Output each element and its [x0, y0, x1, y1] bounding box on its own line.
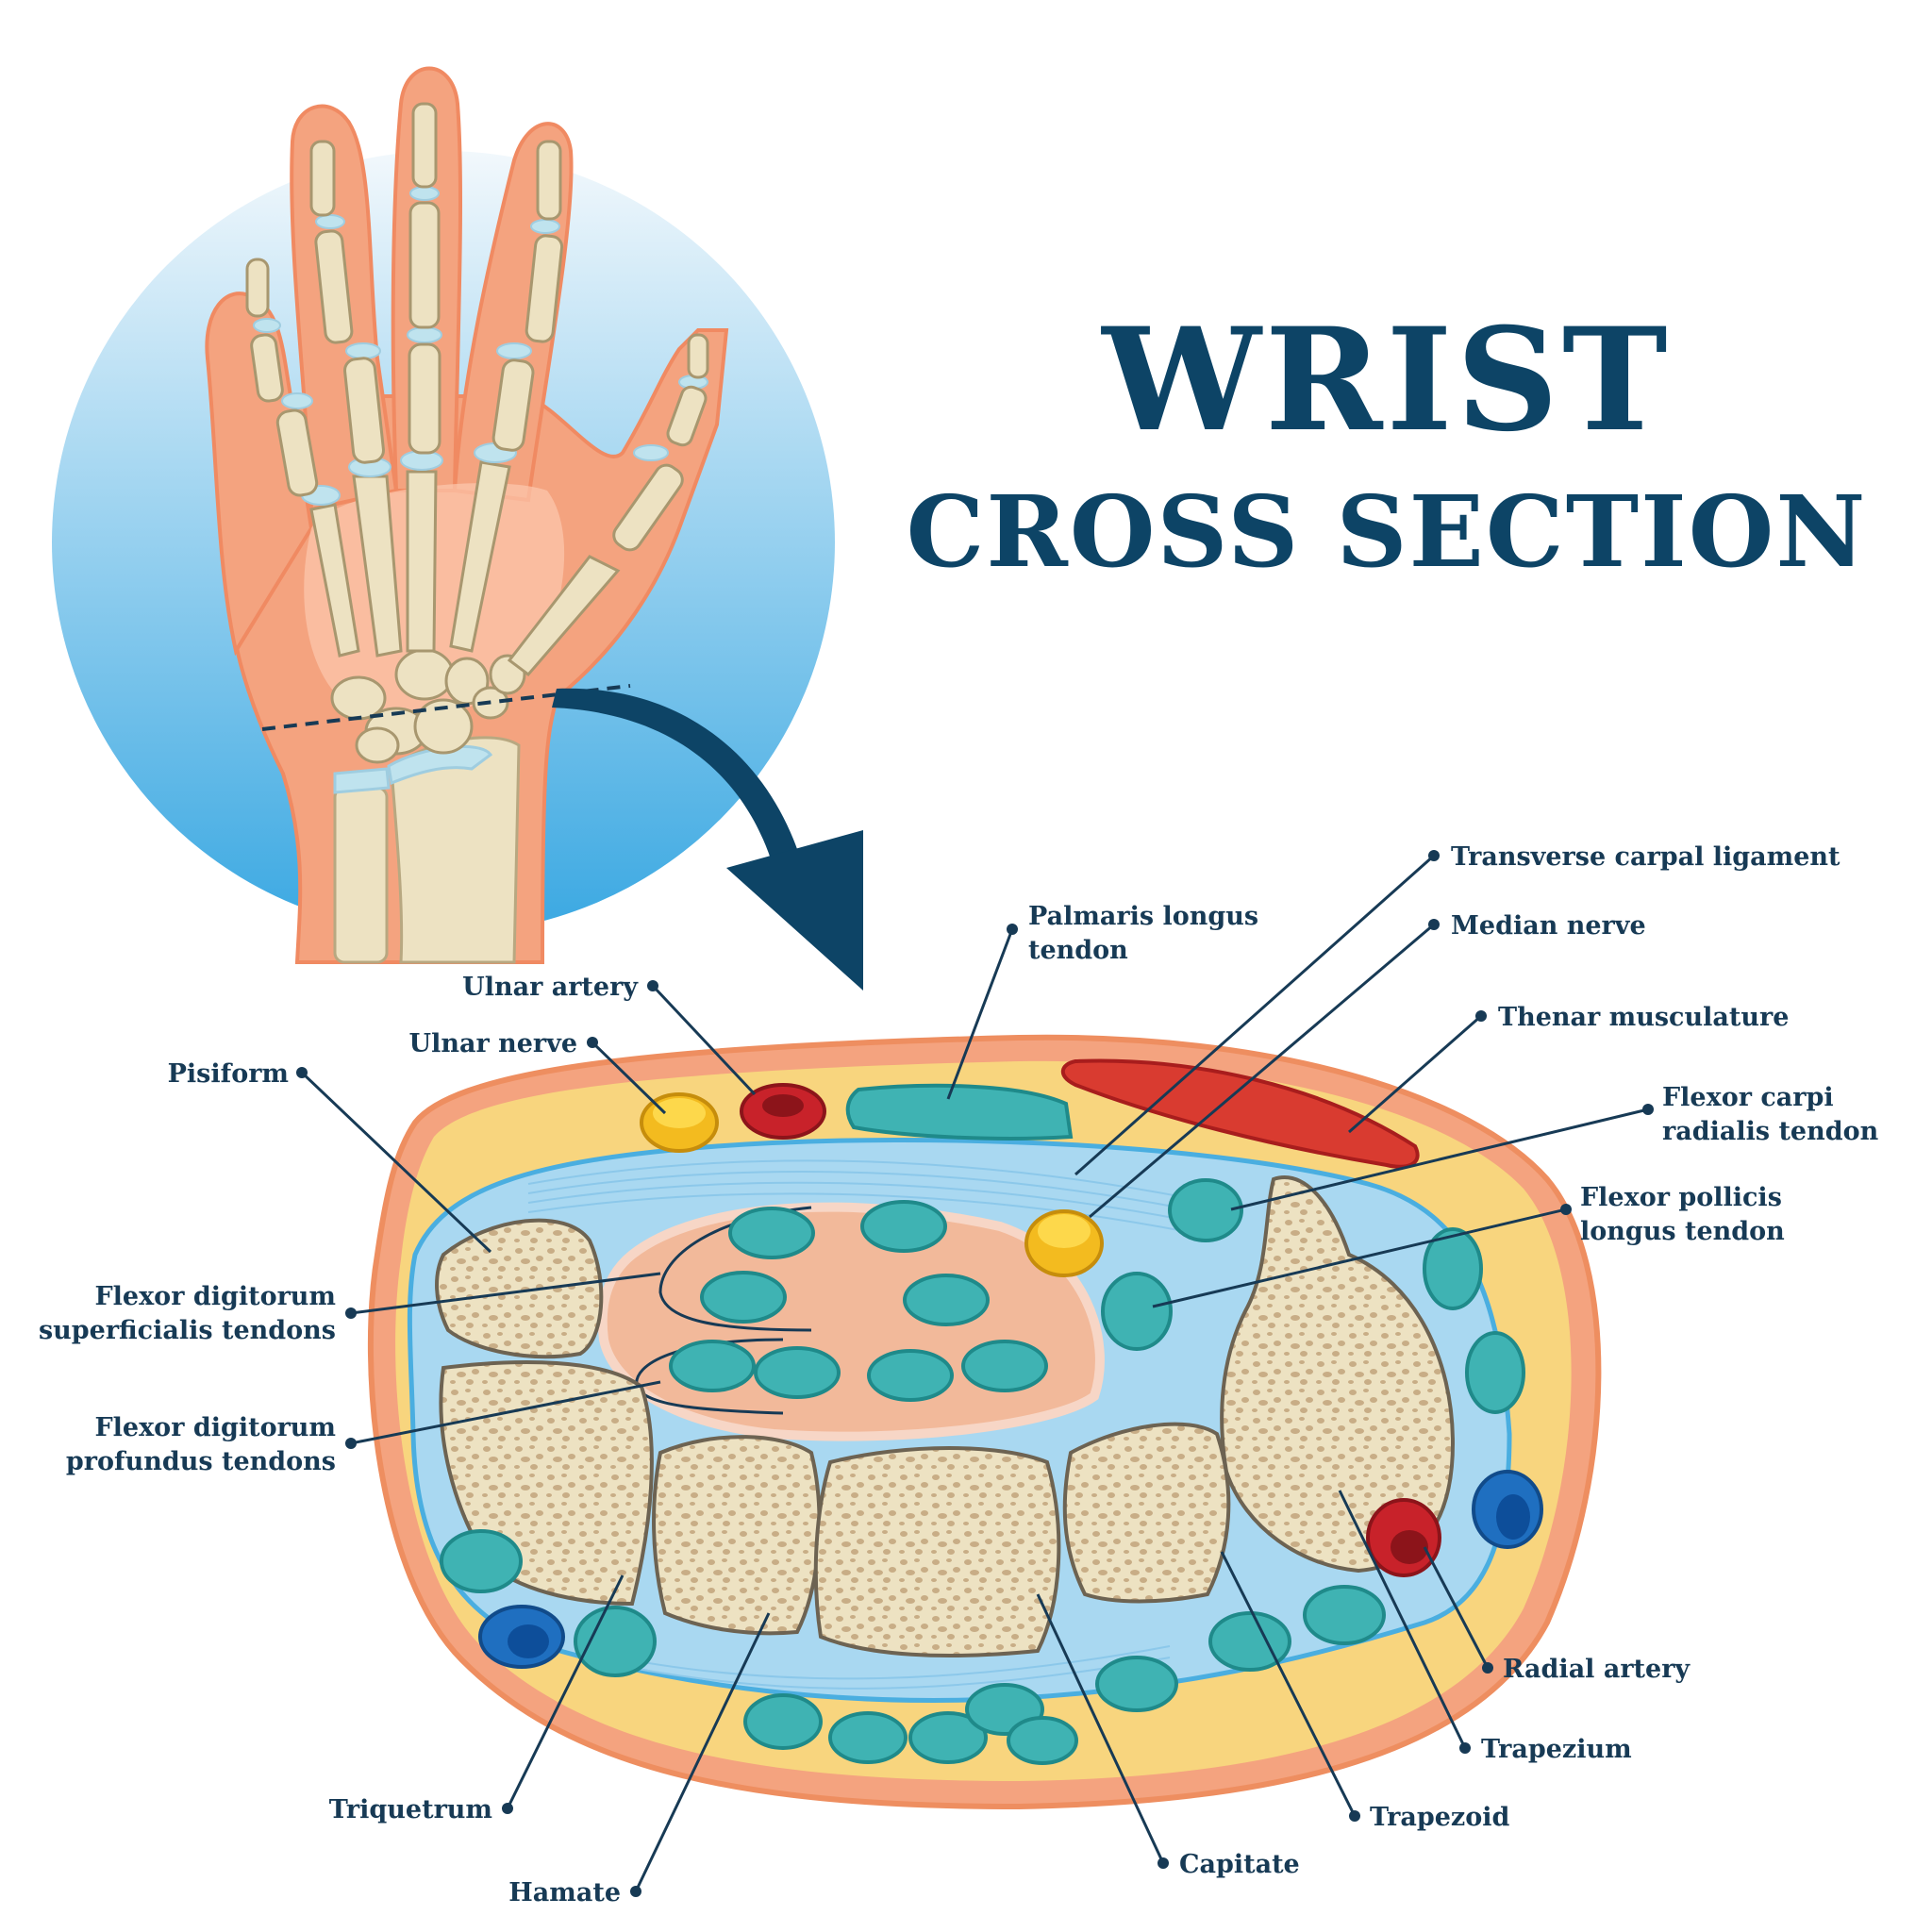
label-trapezium: Trapezium — [1481, 1735, 1632, 1764]
title-line-1: WRIST — [1100, 297, 1671, 463]
carpal-bones-section — [435, 1175, 1456, 1657]
label-capitate: Capitate — [1179, 1850, 1300, 1879]
trapezoid-bone — [1062, 1422, 1231, 1604]
capitate-bone — [813, 1446, 1061, 1657]
wrist-cartilage — [333, 767, 391, 794]
label-flexor-pollicis-1: Flexor pollicis — [1580, 1183, 1782, 1212]
phalanges — [245, 102, 709, 552]
label-ulnar-nerve: Ulnar nerve — [409, 1029, 577, 1058]
thenar-muscle — [1060, 1058, 1420, 1169]
label-pisiform: Pisiform — [168, 1059, 289, 1089]
label-palmaris-longus-2: tendon — [1028, 936, 1128, 965]
label-fds-2: superficialis tendons — [39, 1316, 336, 1345]
label-thenar-musculature: Thenar musculature — [1498, 1003, 1789, 1032]
label-hamate: Hamate — [508, 1878, 621, 1907]
leader-lines — [296, 850, 1654, 1897]
flexor-carpi-radialis-shape — [1168, 1178, 1243, 1242]
hamate-bone — [652, 1435, 822, 1636]
cross-section — [367, 1034, 1602, 1810]
label-flexor-carpi-1: Flexor carpi — [1662, 1083, 1834, 1112]
metacarpals — [309, 460, 621, 677]
label-flexor-carpi-2: radialis tendon — [1662, 1117, 1879, 1146]
carpal-bones — [330, 648, 526, 764]
flexor-pollicis-longus-shape — [1101, 1272, 1173, 1351]
label-radial-artery: Radial artery — [1503, 1655, 1690, 1684]
label-palmaris-longus-1: Palmaris longus — [1028, 902, 1258, 931]
transverse-carpal-ligament-fibers — [527, 1159, 1190, 1690]
label-trapezoid: Trapezoid — [1370, 1803, 1510, 1832]
labels: Transverse carpal ligament Median nerve … — [39, 842, 1879, 1907]
forearm-bones — [333, 736, 521, 964]
direction-arrow — [552, 688, 863, 991]
ulna-bone — [333, 786, 389, 964]
vessels-nerves — [478, 1083, 1543, 1669]
title-line-2: CROSS SECTION — [907, 474, 1868, 590]
label-fds-1: Flexor digitorum — [94, 1282, 336, 1311]
pisiform-bone — [435, 1218, 604, 1359]
label-transverse-carpal-ligament: Transverse carpal ligament — [1451, 842, 1840, 872]
label-ulnar-artery: Ulnar artery — [462, 973, 639, 1002]
label-fdp-1: Flexor digitorum — [94, 1413, 336, 1442]
label-median-nerve: Median nerve — [1451, 911, 1646, 941]
hand-illustration — [52, 66, 835, 964]
radius-cartilage — [387, 744, 493, 786]
label-triquetrum: Triquetrum — [329, 1795, 492, 1824]
label-flexor-pollicis-2: longus tendon — [1580, 1217, 1785, 1246]
tendons — [440, 1178, 1525, 1765]
palmaris-longus-tendon — [845, 1083, 1074, 1141]
label-fdp-2: profundus tendons — [66, 1447, 336, 1476]
